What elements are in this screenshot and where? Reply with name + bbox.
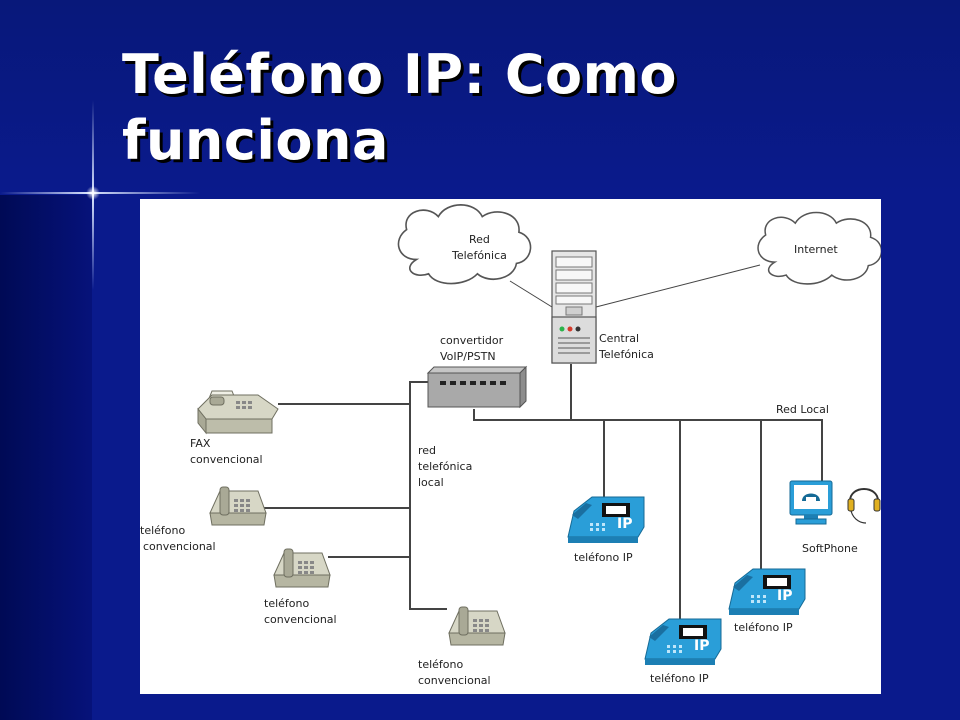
pbx-label: Central Telefónica bbox=[599, 331, 654, 363]
fax-label-line-1: FAX bbox=[190, 437, 211, 450]
cloud-pstn-label-line-2: Telefónica bbox=[452, 249, 507, 262]
fax-label: FAX convencional bbox=[190, 436, 263, 468]
slide-title-line-1: Teléfono IP: Como bbox=[122, 43, 678, 106]
link-gateway-lan bbox=[473, 409, 823, 497]
voip-network-diagram: IP IP IP Red Telefónica Internet Central… bbox=[140, 199, 881, 694]
ip-phone-2-label: teléfono IP bbox=[734, 621, 793, 634]
gateway-label-line-1: convertidor bbox=[440, 334, 504, 347]
softphone-label: SoftPhone bbox=[802, 542, 858, 555]
pbx-label-line-2: Telefónica bbox=[599, 348, 654, 361]
local-network-label-line-1: red bbox=[418, 444, 437, 457]
phone-3-label-line-2: convencional bbox=[418, 674, 491, 687]
pbx-label-line-1: Central bbox=[599, 332, 640, 345]
fax-icon bbox=[197, 390, 279, 435]
phone-1-label-line-2: convencional bbox=[143, 540, 216, 553]
cloud-internet-label: Internet bbox=[794, 243, 838, 256]
phone-2-label-line-2: convencional bbox=[264, 613, 337, 626]
phone-3-label-line-1: teléfono bbox=[418, 658, 464, 671]
monitor-icon bbox=[789, 480, 833, 525]
gateway-icon bbox=[426, 365, 528, 409]
cloud-pstn-label-line-1: Red bbox=[468, 233, 490, 246]
light-flare-center bbox=[86, 186, 100, 200]
fax-label-line-2: convencional bbox=[190, 453, 263, 466]
phone-3-label: teléfono convencional bbox=[418, 657, 491, 689]
gateway-label: convertidor VoIP/PSTN bbox=[440, 333, 503, 365]
ip-badge-2: IP bbox=[777, 588, 792, 604]
connection-lines bbox=[262, 264, 823, 621]
analog-phone-icon-3 bbox=[448, 606, 506, 646]
local-network-label-line-2: telefónica bbox=[418, 460, 473, 473]
cloud-pstn-label: Red Telefónica bbox=[452, 232, 507, 264]
link-server-internet bbox=[595, 264, 761, 308]
phone-2-label: teléfono convencional bbox=[264, 596, 337, 628]
ip-phone-3-label: teléfono IP bbox=[650, 672, 709, 685]
headset-icon bbox=[847, 488, 881, 524]
link-cloud-pstn-server bbox=[509, 280, 553, 308]
ip-badge-1: IP bbox=[617, 516, 632, 532]
local-network-label: red telefónica local bbox=[418, 443, 472, 491]
lan-label: Red Local bbox=[776, 403, 829, 416]
ip-phone-1-label: teléfono IP bbox=[574, 551, 633, 564]
local-network-label-line-3: local bbox=[418, 476, 444, 489]
light-flare-horizontal bbox=[0, 192, 200, 194]
gateway-label-line-2: VoIP/PSTN bbox=[440, 350, 496, 363]
slide-title-line-2: funciona bbox=[122, 109, 389, 172]
phone-1-label-line-1: teléfono bbox=[140, 524, 186, 537]
server-icon bbox=[551, 250, 597, 364]
phone-1-label: teléfono convencional bbox=[140, 523, 216, 555]
ip-badge-3: IP bbox=[694, 638, 709, 654]
ip-phone-icon-1 bbox=[567, 496, 645, 544]
diagram-canvas: IP IP IP bbox=[197, 204, 881, 666]
analog-phone-icon-1 bbox=[209, 486, 267, 526]
phone-2-label-line-1: teléfono bbox=[264, 597, 310, 610]
ip-phone-icon-2 bbox=[728, 568, 806, 616]
link-gateway-local-network bbox=[409, 381, 447, 610]
analog-phone-icon-2 bbox=[273, 548, 331, 588]
slide-title: Teléfono IP: Como funciona bbox=[122, 42, 922, 174]
ip-phone-icon-3 bbox=[644, 618, 722, 666]
title-band bbox=[0, 0, 960, 195]
